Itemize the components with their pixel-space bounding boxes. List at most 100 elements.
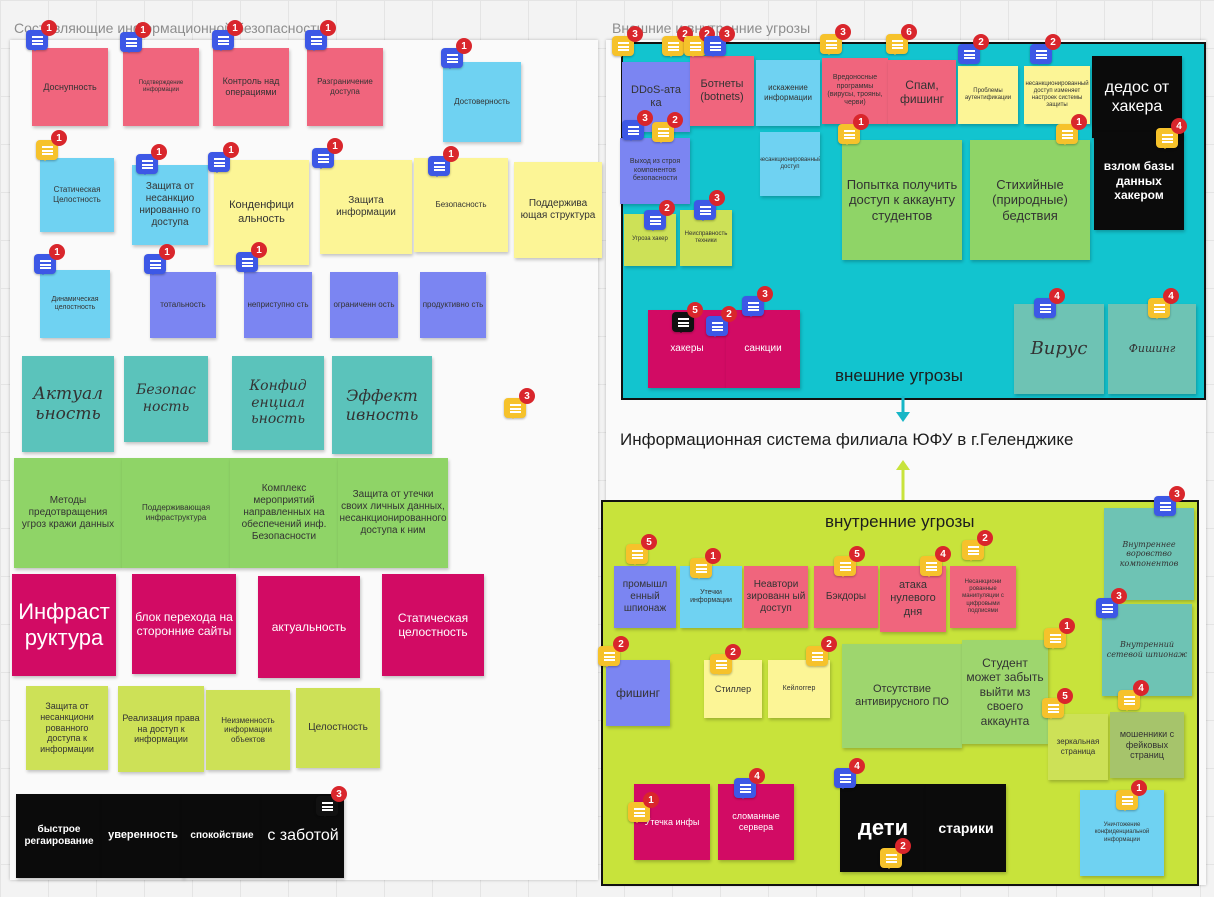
sticky-note[interactable]: атака нулевого дня [880, 566, 946, 632]
comment-icon[interactable] [662, 36, 684, 57]
sticky-note[interactable]: Вирус [1014, 304, 1104, 394]
sticky-note[interactable]: Внутреннее воровство компонентов [1104, 508, 1194, 600]
sticky-note[interactable]: Защита от несанкциони рованного доступа … [26, 686, 108, 770]
sticky-note[interactable]: блок перехода на сторонние сайты [132, 574, 236, 674]
sticky-note[interactable]: Инфраст руктура [12, 574, 116, 676]
sticky-note[interactable]: с заботой [262, 794, 344, 878]
comment-icon[interactable] [1118, 690, 1140, 711]
comment-icon[interactable] [312, 148, 334, 169]
comment-icon[interactable] [1030, 44, 1052, 65]
sticky-note[interactable]: старики [926, 784, 1006, 872]
comment-icon[interactable] [612, 36, 634, 57]
sticky-note[interactable]: мошенники с фейковых страниц [1110, 712, 1184, 778]
comment-icon[interactable] [880, 848, 902, 869]
comment-icon[interactable] [684, 36, 706, 57]
sticky-note[interactable]: Стиллер [704, 660, 762, 718]
sticky-note[interactable]: продуктивно сть [420, 272, 486, 338]
comment-icon[interactable] [886, 34, 908, 55]
sticky-note[interactable]: уверенность [102, 794, 184, 878]
sticky-note[interactable]: несанкционированный доступ [760, 132, 820, 196]
sticky-note[interactable]: Защита от несанкцио нированно го доступа [132, 165, 208, 245]
sticky-note[interactable]: Безопас ность [124, 356, 208, 442]
comment-icon[interactable] [598, 646, 620, 667]
sticky-note[interactable]: Целостность [296, 688, 380, 768]
comment-icon[interactable] [644, 210, 666, 231]
sticky-note[interactable]: тотальность [150, 272, 216, 338]
comment-icon[interactable] [694, 200, 716, 221]
comment-icon[interactable] [212, 30, 234, 51]
comment-icon[interactable] [672, 312, 694, 333]
sticky-note[interactable]: зеркальная страница [1048, 714, 1108, 780]
sticky-note[interactable]: Фишинг [1108, 304, 1196, 394]
sticky-note[interactable]: несанкционированный доступ изменяет наст… [1024, 66, 1090, 124]
sticky-note[interactable]: Эффект ивность [332, 356, 432, 454]
comment-icon[interactable] [1148, 298, 1170, 319]
comment-icon[interactable] [1154, 496, 1176, 517]
sticky-note[interactable]: Контроль над операциями [213, 48, 289, 126]
sticky-note[interactable]: взлом базы данных хакером [1094, 132, 1184, 230]
sticky-note[interactable]: Спам, фишинг [888, 60, 956, 124]
sticky-note[interactable]: быстрое регаирование [16, 794, 102, 878]
comment-icon[interactable] [710, 654, 732, 675]
comment-icon[interactable] [704, 36, 726, 57]
sticky-note[interactable]: Динамическая целостность [40, 270, 110, 338]
sticky-note[interactable]: неприступно сть [244, 272, 312, 338]
sticky-note[interactable]: Несанкциони рованные манипуляции с цифро… [950, 566, 1016, 628]
comment-icon[interactable] [806, 646, 828, 667]
sticky-note[interactable]: Ботнеты (botnets) [690, 56, 754, 126]
sticky-note[interactable]: Вредоносные программы (вирусы, трояны, ч… [822, 58, 888, 124]
comment-icon[interactable] [690, 558, 712, 579]
comment-icon[interactable] [120, 32, 142, 53]
comment-icon[interactable] [26, 30, 48, 51]
sticky-note[interactable]: Кейлоггер [768, 660, 830, 718]
sticky-note[interactable]: Проблемы аутентификации [958, 66, 1018, 124]
sticky-note[interactable]: актуальность [258, 576, 360, 678]
sticky-note[interactable]: искажение информации [756, 60, 820, 126]
sticky-note[interactable]: сломанные сервера [718, 784, 794, 860]
comment-icon[interactable] [236, 252, 258, 273]
comment-icon[interactable] [144, 254, 166, 275]
sticky-note[interactable]: Отсутствие антивирусного ПО [842, 644, 962, 748]
comment-icon[interactable] [622, 120, 644, 141]
sticky-note[interactable]: Попытка получить доступ к аккаунту студе… [842, 140, 962, 260]
comment-icon[interactable] [652, 122, 674, 143]
sticky-note[interactable]: Достоверность [443, 62, 521, 142]
comment-icon[interactable] [734, 778, 756, 799]
comment-icon[interactable] [1096, 598, 1118, 619]
comment-icon[interactable] [1116, 790, 1138, 811]
comment-icon[interactable] [838, 124, 860, 145]
comment-icon[interactable] [1044, 628, 1066, 649]
comment-icon[interactable] [962, 540, 984, 561]
comment-icon[interactable] [958, 44, 980, 65]
sticky-note[interactable]: санкции [726, 310, 800, 388]
sticky-note[interactable]: Методы предотвращения угроз кражи данных [14, 458, 122, 568]
comment-icon[interactable] [742, 296, 764, 317]
sticky-note[interactable]: Стихийные (природные) бедствия [970, 140, 1090, 260]
comment-icon[interactable] [504, 398, 526, 419]
sticky-note[interactable]: Неизменность информации объектов [206, 690, 290, 770]
comment-icon[interactable] [834, 556, 856, 577]
comment-icon[interactable] [428, 156, 450, 177]
comment-icon[interactable] [626, 544, 648, 565]
sticky-note[interactable]: Защита информации [320, 160, 412, 254]
comment-icon[interactable] [834, 768, 856, 789]
comment-icon[interactable] [1034, 298, 1056, 319]
sticky-note[interactable]: Доснупность [32, 48, 108, 126]
sticky-note[interactable]: Внутренний сетевой шпионаж [1102, 604, 1192, 696]
left-frame-title[interactable]: Составляющие информационной безопасности [14, 20, 325, 36]
sticky-note[interactable]: Неавтори зированн ый доступ [744, 566, 808, 628]
comment-icon[interactable] [316, 796, 338, 817]
sticky-note[interactable]: Реализация права на доступ к информации [118, 686, 204, 772]
system-title[interactable]: Информационная система филиала ЮФУ в г.Г… [620, 430, 1074, 449]
sticky-note[interactable]: Актуал ьность [22, 356, 114, 452]
sticky-note[interactable]: Студент может забыть выйти мз своего акк… [962, 640, 1048, 744]
comment-icon[interactable] [136, 154, 158, 175]
comment-icon[interactable] [1056, 124, 1078, 145]
sticky-note[interactable]: Комплекс мероприятий направленных на обе… [230, 458, 338, 568]
sticky-note[interactable]: Поддержива ющая структура [514, 162, 602, 258]
sticky-note[interactable]: фишинг [606, 660, 670, 726]
sticky-note[interactable]: Поддерживающая инфраструктура [122, 458, 230, 568]
comment-icon[interactable] [1042, 698, 1064, 719]
sticky-note[interactable]: спокойствие [182, 794, 262, 878]
sticky-note[interactable]: Подтверждение информации [123, 48, 199, 126]
